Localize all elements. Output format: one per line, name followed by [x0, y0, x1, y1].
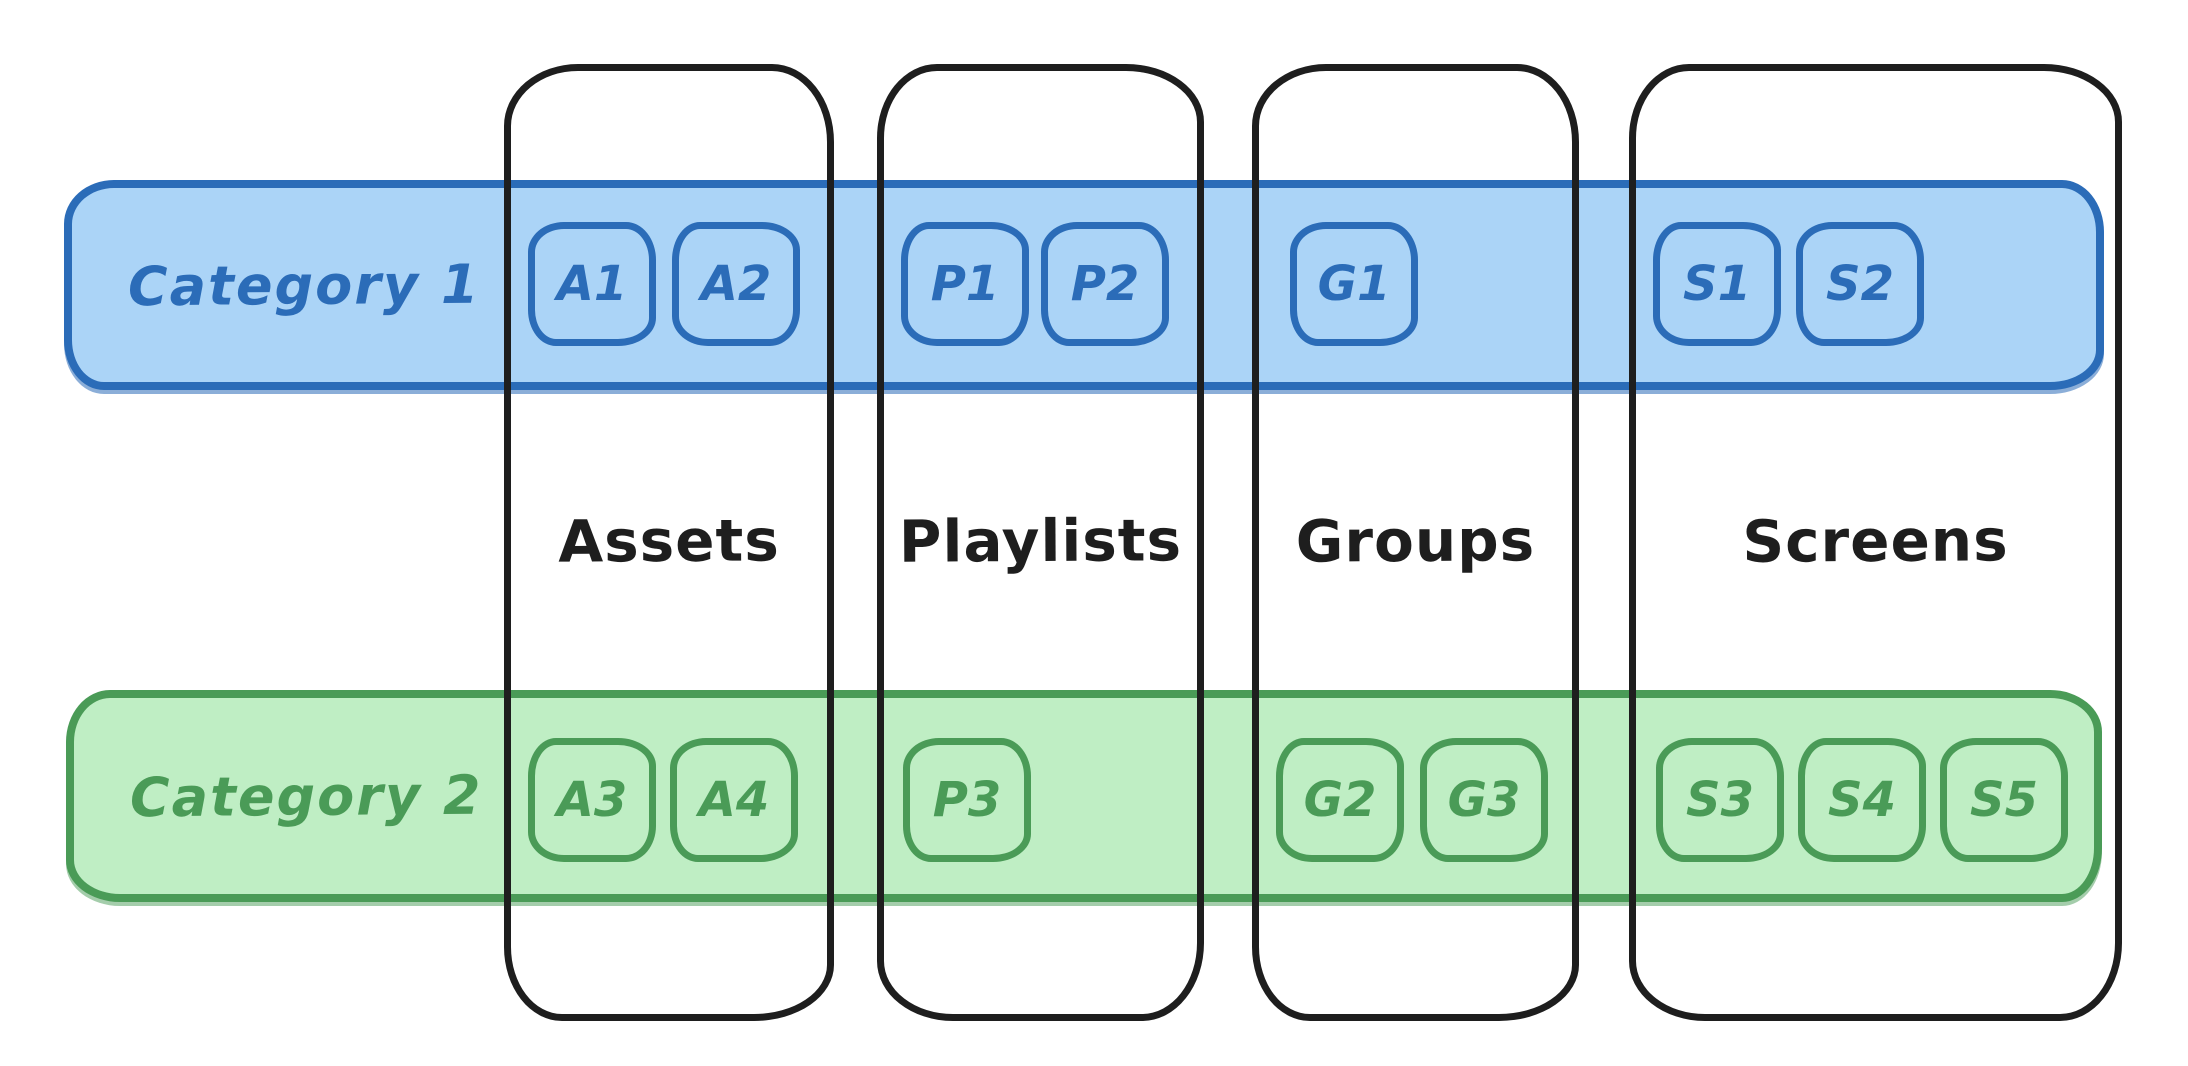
chip-a4: A4 — [670, 738, 798, 862]
category-2-label: Category 2 — [129, 763, 483, 829]
column-assets-label: Assets — [558, 506, 780, 576]
chip-a2: A2 — [672, 222, 800, 346]
category-1-label: Category 1 — [127, 252, 481, 318]
column-groups-label: Groups — [1295, 506, 1536, 576]
chip-p1: P1 — [901, 222, 1029, 346]
chip-g1: G1 — [1290, 222, 1418, 346]
chip-p3: P3 — [903, 738, 1031, 862]
chip-p2: P2 — [1041, 222, 1169, 346]
chip-s1: S1 — [1653, 222, 1781, 346]
column-playlists-label: Playlists — [898, 506, 1183, 576]
chip-s2: S2 — [1796, 222, 1924, 346]
column-screens-label: Screens — [1742, 506, 2009, 576]
chip-a3: A3 — [528, 738, 656, 862]
chip-s5: S5 — [1940, 738, 2068, 862]
chip-g2: G2 — [1276, 738, 1404, 862]
category-2-bar: Category 2 — [66, 690, 2102, 902]
chip-a1: A1 — [528, 222, 656, 346]
chip-g3: G3 — [1420, 738, 1548, 862]
chip-s3: S3 — [1656, 738, 1784, 862]
category-1-bar: Category 1 — [64, 180, 2104, 390]
chip-s4: S4 — [1798, 738, 1926, 862]
